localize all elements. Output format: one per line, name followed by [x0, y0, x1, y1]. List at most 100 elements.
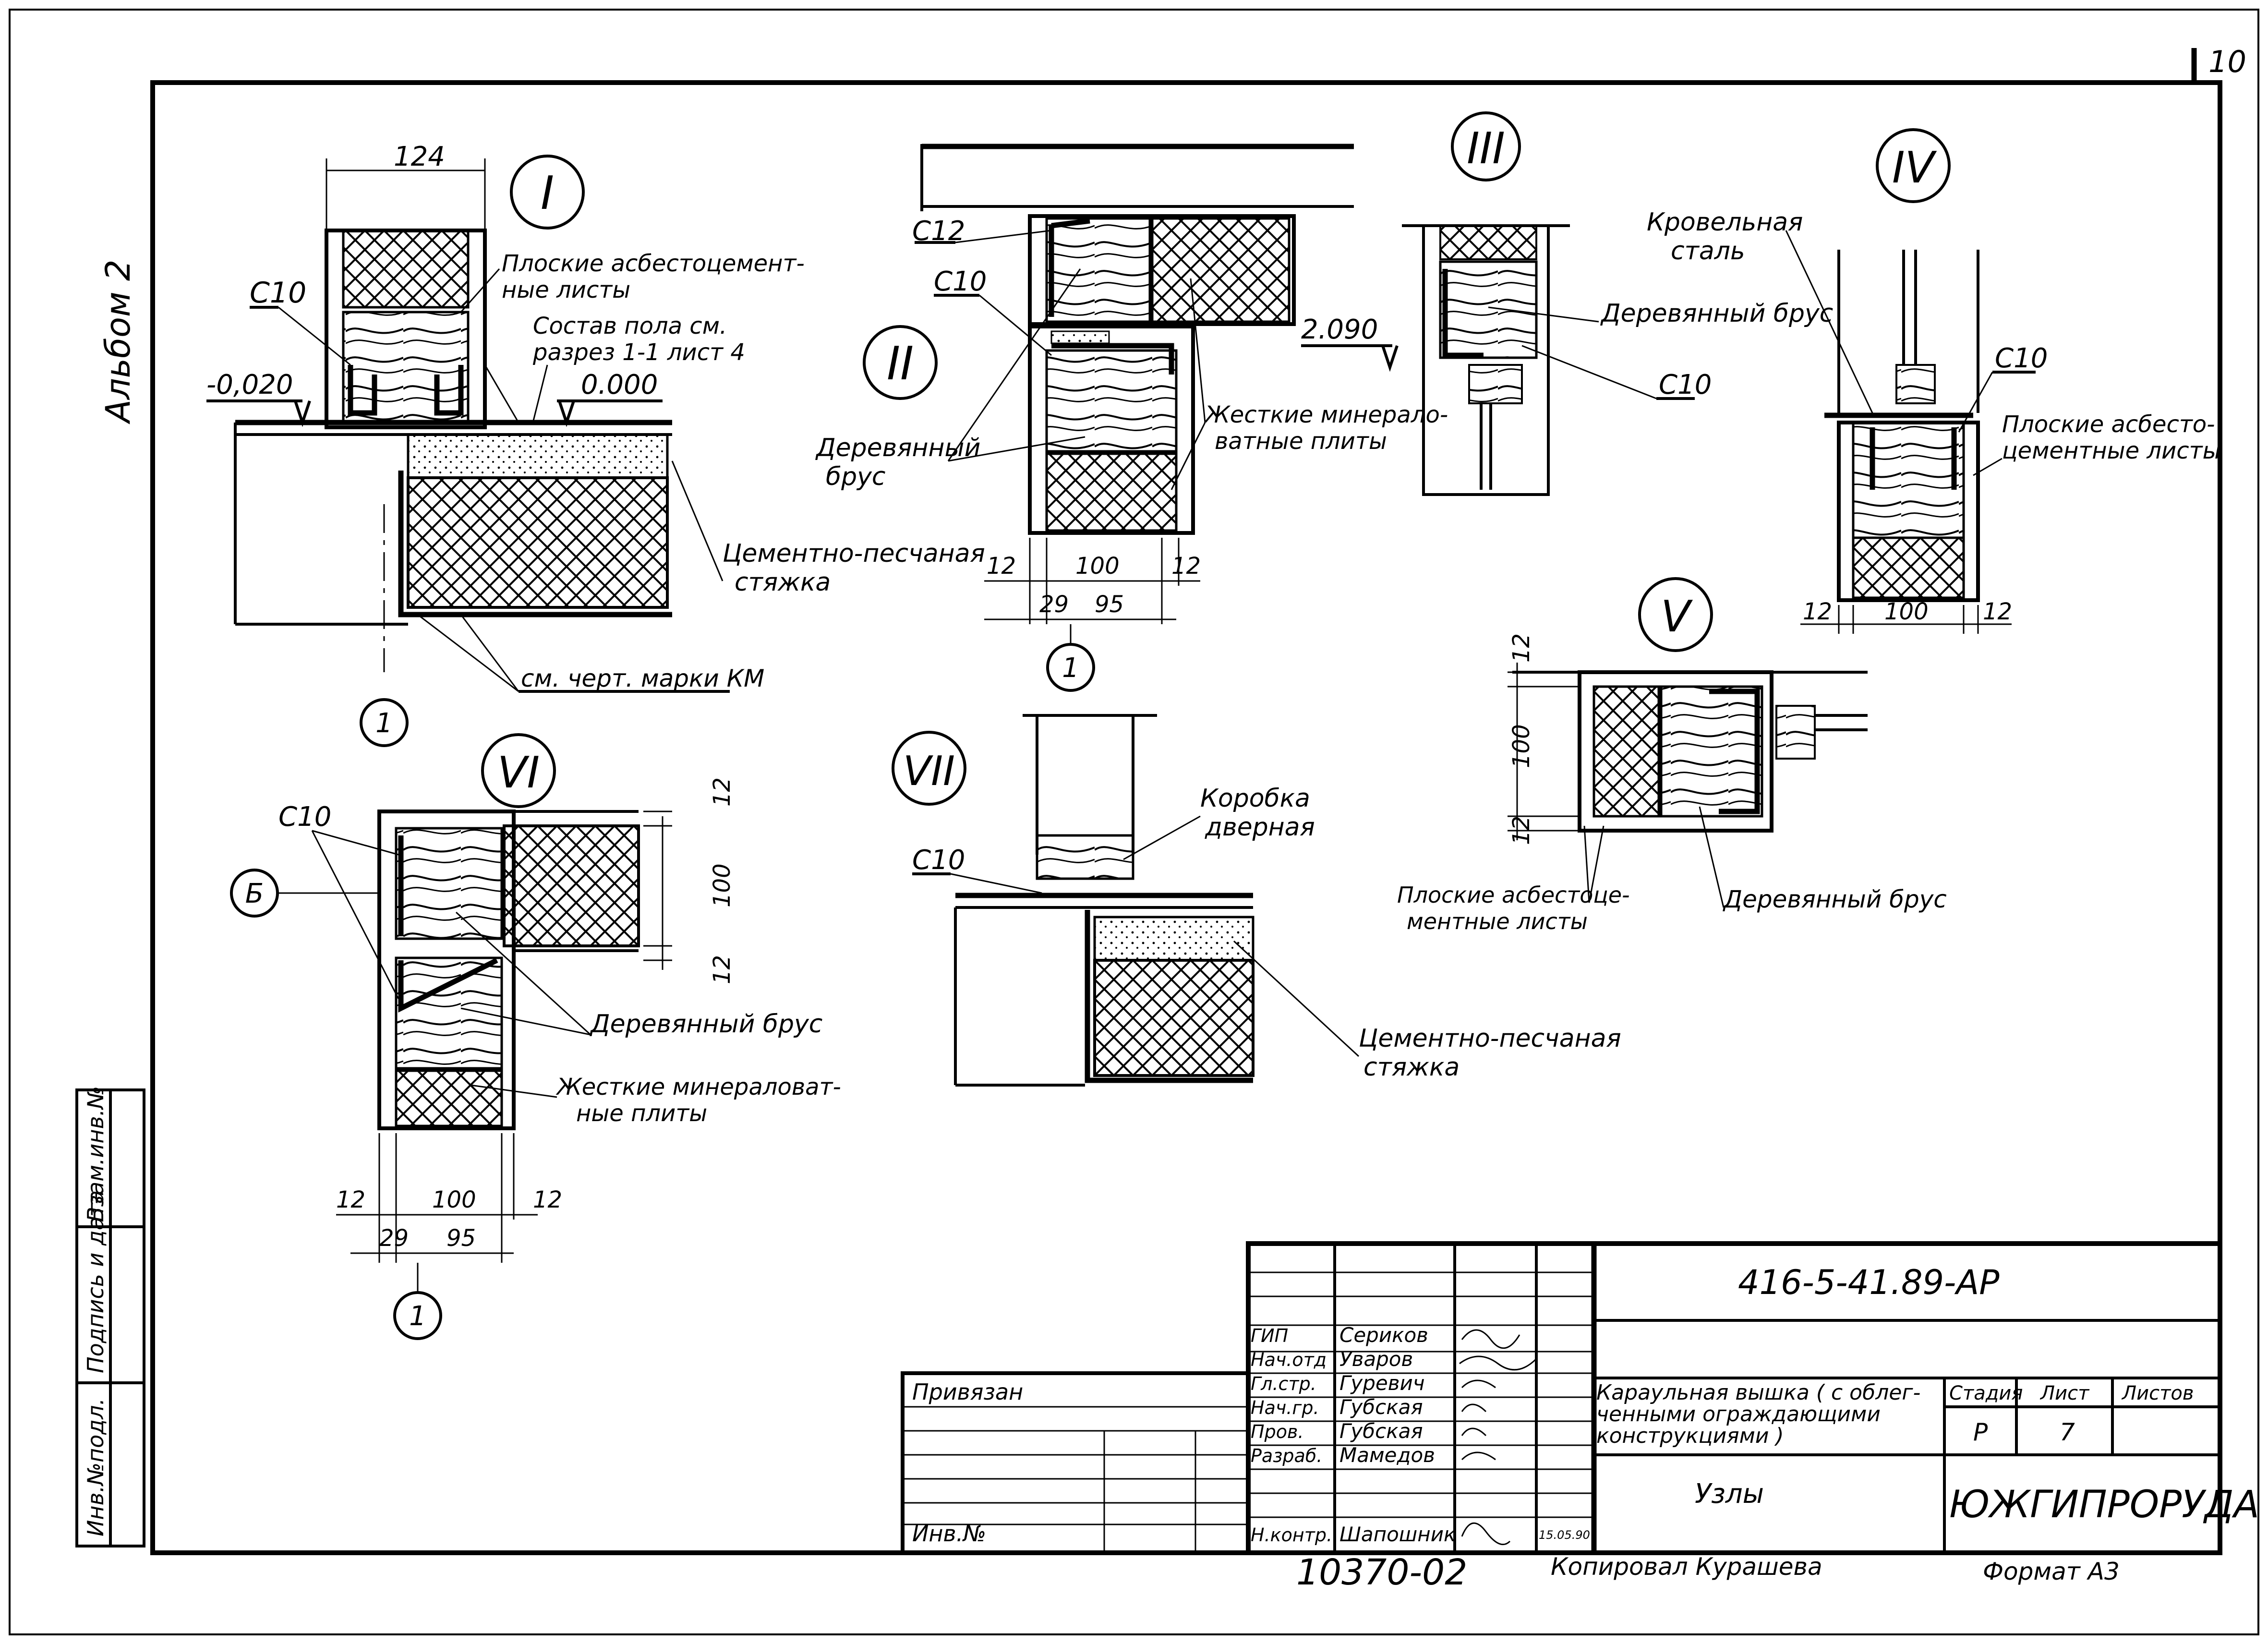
node-1: I 124 -0,020 0.000 С10 Плоские — [206, 141, 985, 747]
dim-29-node2: 29 — [1039, 591, 1069, 618]
c10-label: С10 — [250, 276, 306, 310]
label-flat-node5: Плоские асбестоце- — [1397, 882, 1630, 908]
name-shaposhnik: Шапошник — [1339, 1523, 1456, 1546]
label-flat-sheets-2: ные листы — [502, 277, 630, 303]
label-beam-node5: Деревянный брус — [1723, 885, 1947, 913]
label-beam-node2: Деревянный — [815, 434, 980, 462]
dim-12b-node6: 12 — [709, 955, 736, 984]
role-gip: ГИП — [1251, 1325, 1288, 1346]
label-mineral-node2: Жесткие минерало- — [1204, 401, 1448, 428]
c10-label-node4: С10 — [1995, 343, 2048, 374]
c10-label-node2: С10 — [934, 266, 987, 297]
label-floor-2: разрез 1-1 лист 4 — [532, 339, 745, 366]
dim-12a-node5: 12 — [1508, 633, 1535, 663]
title-line-1: Караульная вышка ( с облег- — [1596, 1380, 1920, 1405]
c10-label-node3: С10 — [1659, 369, 1712, 400]
node-6-label: VI — [497, 748, 540, 798]
label-roof-steel-2: сталь — [1671, 237, 1745, 266]
axis-1-node6: 1 — [409, 1301, 426, 1332]
sheet-title: Узлы — [1695, 1478, 1764, 1510]
level-0000: 0.000 — [581, 369, 658, 400]
label-floor: Состав пола см. — [533, 313, 727, 339]
signatures — [1459, 1329, 1537, 1546]
stage-value: Р — [1973, 1418, 1988, 1446]
level-minus-0020: -0,020 — [206, 369, 293, 400]
name-mamedov: Мамедов — [1339, 1443, 1435, 1467]
album-label: Альбом 2 — [98, 260, 138, 424]
dim-12b-node5: 12 — [1508, 816, 1535, 845]
title-line-2: ченными ограждающими — [1596, 1402, 1881, 1426]
dim-12b-node6-bottom: 12 — [533, 1186, 562, 1213]
node-3-label: III — [1467, 123, 1505, 174]
label-flat-node4-2: цементные листы — [2002, 437, 2220, 464]
dim-12a-node4: 12 — [1803, 598, 1832, 625]
label-beam-node6: Деревянный брус — [590, 1010, 822, 1039]
name-uvarov: Уваров — [1339, 1347, 1413, 1371]
node-2: II С12 С10 Деревянный брус Жесткие минер… — [815, 144, 1448, 692]
dim-95-node6: 95 — [446, 1225, 476, 1252]
node-7: VII С10 Коробка дверная Цементно-песчана… — [892, 714, 1621, 1087]
mark-b: Б — [245, 878, 264, 909]
name-gubskaya-1: Губская — [1339, 1395, 1423, 1419]
dim-100-node6-bottom: 100 — [432, 1186, 476, 1213]
role-nach-otd: Нач.отд — [1251, 1349, 1327, 1370]
name-serikov: Сериков — [1339, 1323, 1428, 1347]
node-4: IV Кровельная сталь С10 Плоские асбесто-… — [1647, 128, 2220, 634]
dim-100-node5: 100 — [1508, 724, 1535, 768]
label-km: см. черт. марки КМ — [521, 665, 764, 692]
role-razrab: Разраб. — [1251, 1445, 1322, 1466]
label-beam-node3: Деревянный брус — [1600, 299, 1833, 328]
label-flat-node5-2: ментные листы — [1407, 908, 1588, 934]
title-block: 416-5-41.89-АР Караульная вышка ( с обле… — [901, 1241, 2259, 1555]
dim-100-node6: 100 — [709, 863, 736, 907]
inv-podl-label: Инв.№подл. — [83, 1398, 109, 1536]
role-gl-str: Гл.стр. — [1251, 1373, 1316, 1394]
dim-12b-node2: 12 — [1171, 553, 1201, 580]
dim-12a-node6-bottom: 12 — [336, 1186, 365, 1213]
stage-header: Стадия — [1949, 1382, 2023, 1404]
label-screed: Цементно-песчаная — [723, 539, 985, 568]
node-3: III 2.090 Деревянный брус С10 — [1301, 111, 1833, 496]
dim-100-node4: 100 — [1884, 598, 1929, 625]
node-4-label: IV — [1892, 143, 1937, 193]
dim-29-node6: 29 — [379, 1225, 409, 1252]
paper-format: Формат А3 — [1983, 1558, 2120, 1585]
label-mineral-node6-2: ные плиты — [576, 1100, 707, 1127]
node-1-label: I — [541, 167, 554, 220]
list-value: 7 — [2060, 1418, 2075, 1446]
dim-95-node2: 95 — [1095, 591, 1124, 618]
label-screed-node7-2: стяжка — [1363, 1053, 1460, 1082]
label-flat-sheets: Плоские асбестоцемент- — [502, 250, 805, 277]
dim-100-node2: 100 — [1075, 553, 1120, 580]
org-name: ЮЖГИПРОРУДА — [1949, 1483, 2259, 1526]
lists-header: Листов — [2121, 1382, 2194, 1404]
label-flat-node4: Плоские асбесто- — [2002, 411, 2215, 438]
date-value: 15.05.90 — [1539, 1528, 1590, 1542]
level-2090: 2.090 — [1301, 314, 1378, 345]
doc-code: 416-5-41.89-АР — [1738, 1263, 2000, 1302]
dim-12a-node2: 12 — [987, 553, 1016, 580]
label-mineral-node6: Жесткие минераловат- — [555, 1074, 841, 1100]
node-2-label: II — [887, 338, 914, 390]
c10-label-node7: С10 — [912, 845, 965, 876]
label-mineral-node2-2: ватные плиты — [1215, 428, 1387, 455]
node-5-label: V — [1661, 592, 1693, 642]
axis-1-node1: 1 — [375, 708, 393, 739]
c10-label-node6: С10 — [278, 801, 331, 833]
dim-12a-node6: 12 — [709, 777, 736, 807]
title-line-3: конструкциями ) — [1596, 1424, 1784, 1448]
role-nach-gr: Нач.гр. — [1251, 1397, 1319, 1418]
left-strip: Инв.№подл. Подпись и дата Взам.инв.№ — [75, 1086, 145, 1547]
label-beam-node2-2: брус — [826, 462, 885, 491]
label-door-box: Коробка — [1200, 784, 1310, 813]
archive-number: 10370-02 — [1296, 1552, 1467, 1593]
label-roof-steel: Кровельная — [1647, 208, 1803, 237]
list-header: Лист — [2039, 1382, 2090, 1404]
role-n-kontr: Н.контр. — [1251, 1524, 1332, 1546]
vzam-label: Взам.инв.№ — [83, 1086, 109, 1222]
dim-124: 124 — [394, 141, 445, 172]
copied-by: Копировал Курашева — [1551, 1553, 1822, 1581]
node-6: VI 12 100 12 С10 Б Деревянный брус Жестк… — [230, 733, 841, 1340]
label-screed-node7: Цементно-песчаная — [1359, 1024, 1621, 1053]
